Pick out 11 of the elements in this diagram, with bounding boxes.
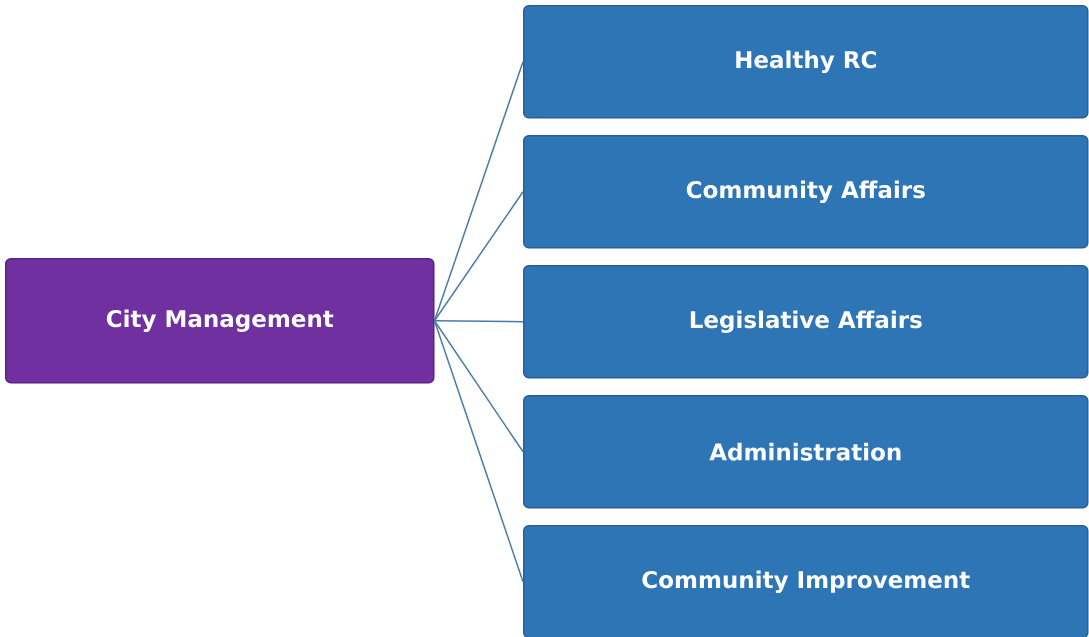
connector-line — [433, 320, 524, 583]
org-box: Healthy RC — [523, 5, 1089, 119]
org-box: Community Improvement — [523, 525, 1089, 637]
org-box: City Management — [5, 258, 435, 384]
org-box: Community Affairs — [523, 135, 1089, 249]
connector-line — [433, 191, 524, 322]
org-box: Administration — [523, 395, 1089, 509]
connector-line — [433, 320, 524, 453]
connector-line — [433, 320, 524, 323]
connector-line — [433, 61, 524, 322]
org-box: Legislative Affairs — [523, 265, 1089, 379]
